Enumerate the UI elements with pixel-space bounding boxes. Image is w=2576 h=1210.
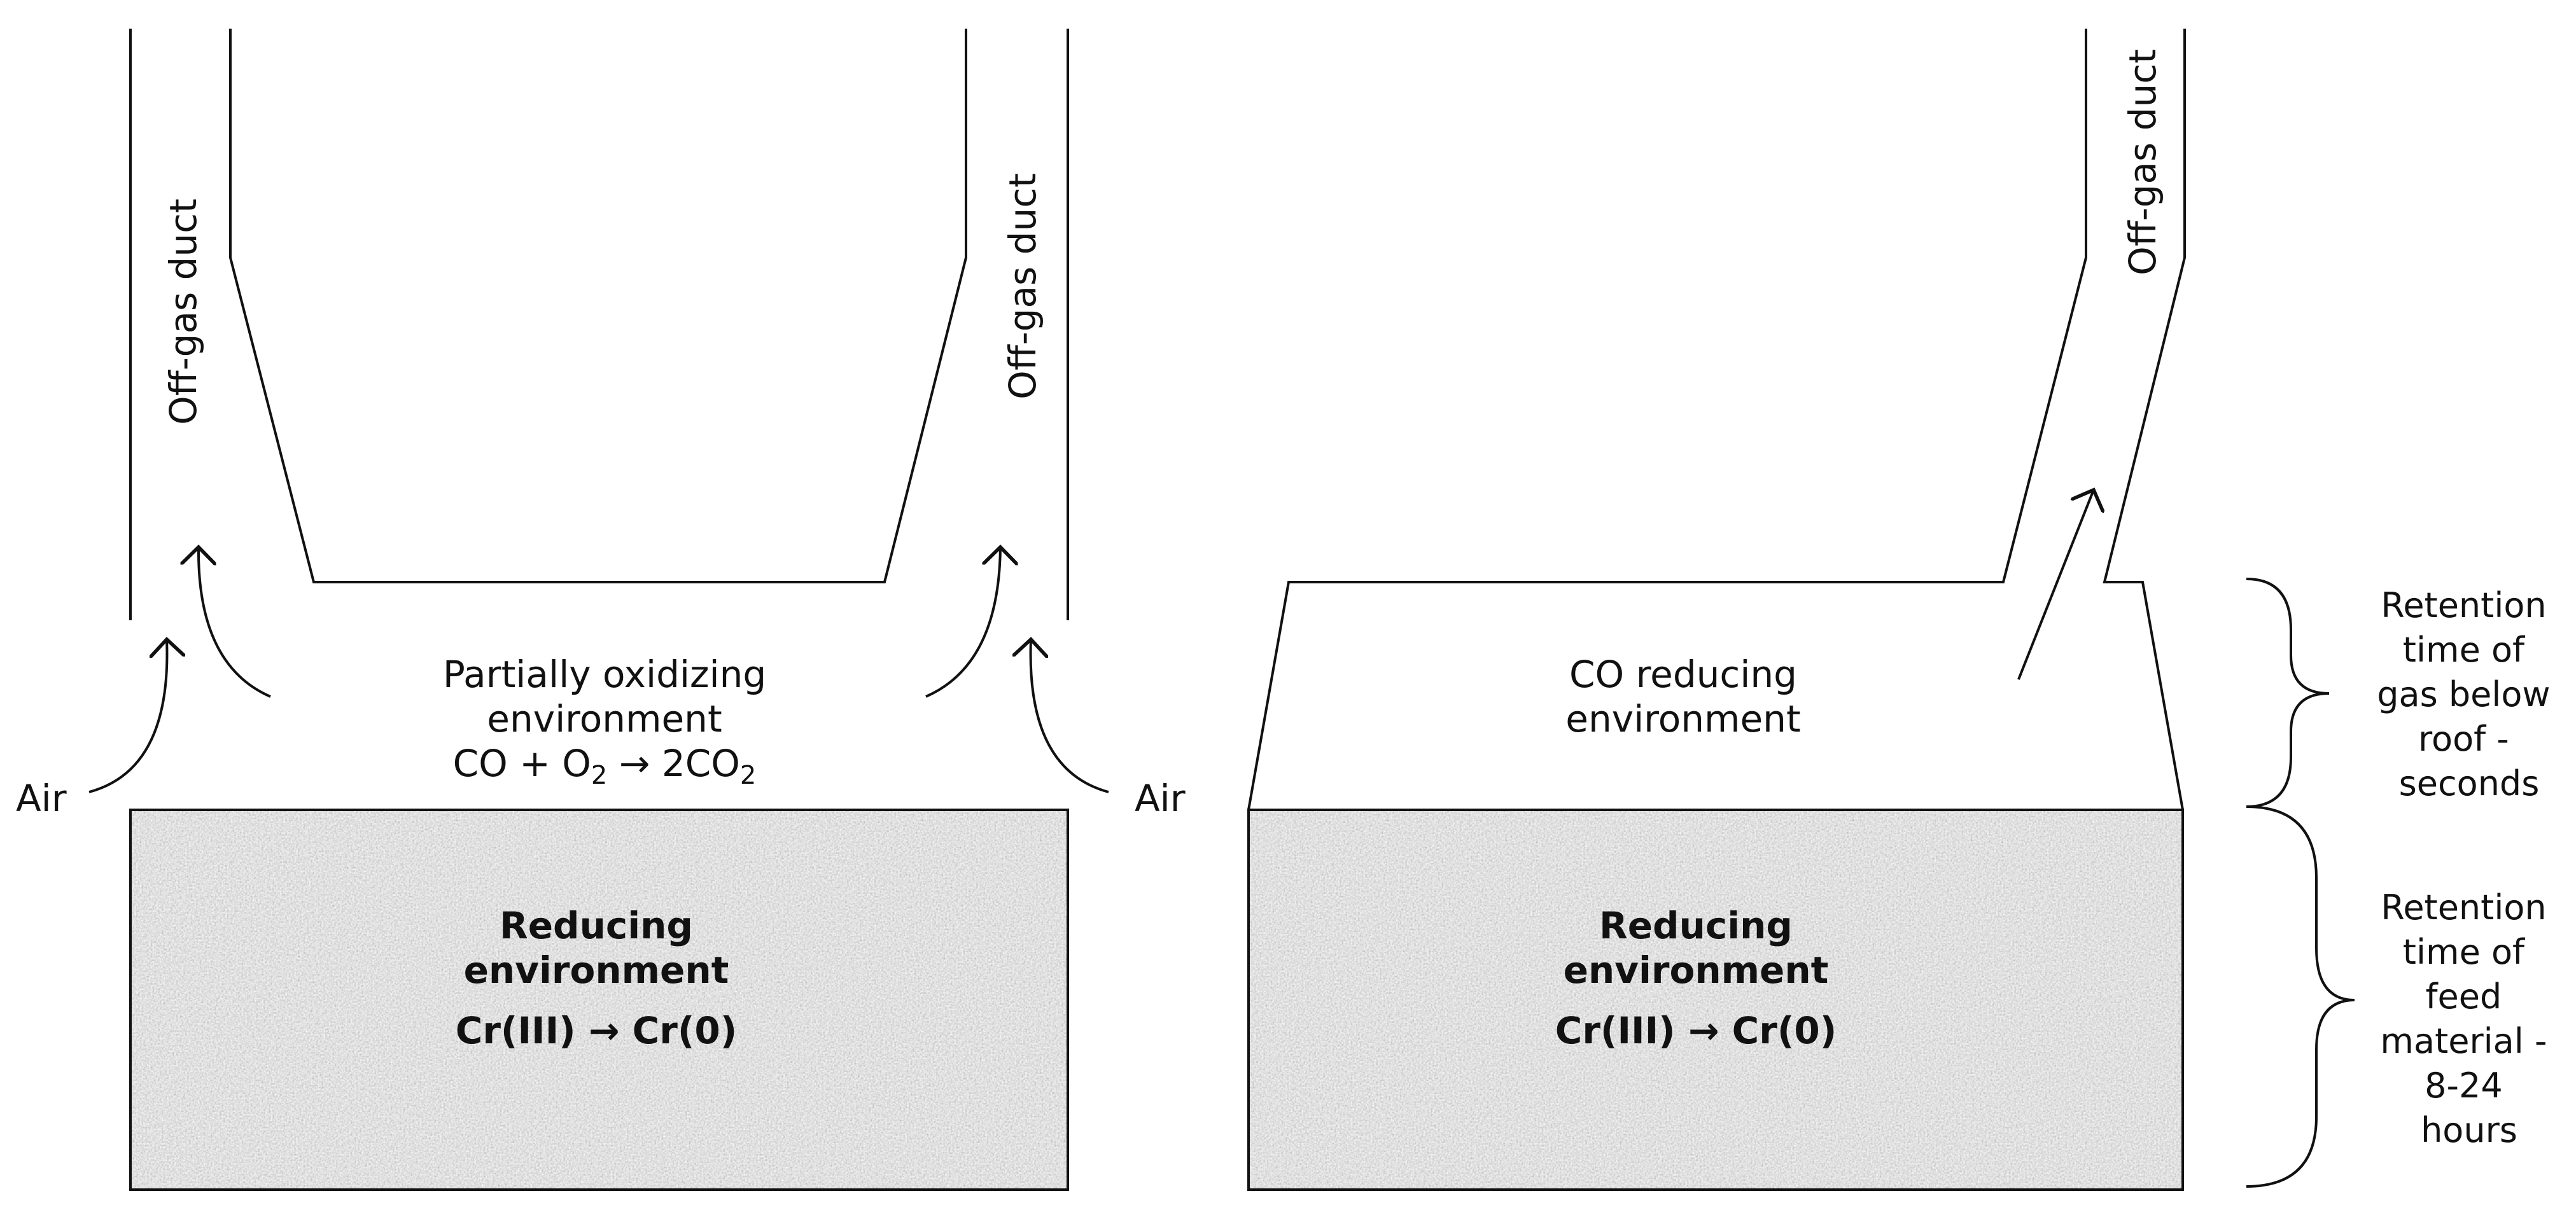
right-feed-bed-texture: [1249, 810, 2183, 1190]
left-bed-line2: environment: [464, 949, 729, 992]
feed-retention-label: Retention time of feed material - 8-24 h…: [2380, 887, 2558, 1150]
reaction-arrow-product: → 2CO: [607, 742, 740, 785]
feed-retention-line: feed: [2426, 977, 2502, 1017]
left-furnace: Off-gas duct Off-gas duct Air Air Partia…: [16, 29, 1186, 1191]
left-gas-reaction: CO + O2 → 2CO2: [453, 742, 757, 790]
left-furnace-roof: [229, 29, 967, 583]
gas-retention-line: roof -: [2418, 719, 2509, 759]
right-bed-line1: Reducing: [1599, 904, 1793, 947]
left-furnace-duct-label-left: Off-gas duct: [162, 198, 205, 425]
gas-retention-line: seconds: [2399, 763, 2540, 803]
air-arrow-left-inner: [199, 547, 271, 698]
retention-annotations: Retention time of gas below roof - secon…: [2246, 578, 2561, 1188]
reaction-co2-subscript: 2: [740, 761, 756, 790]
gas-retention-label: Retention time of gas below roof - secon…: [2377, 585, 2561, 803]
left-furnace-duct-label-right: Off-gas duct: [1001, 173, 1044, 400]
gas-retention-line: gas below: [2377, 674, 2550, 714]
reaction-o2-subscript: 2: [591, 761, 607, 790]
air-label-left: Air: [16, 777, 67, 820]
left-bed-line1: Reducing: [500, 904, 693, 947]
right-furnace: Off-gas duct CO reducing environment Red…: [1247, 29, 2186, 1191]
air-arrow-left-outer: [88, 639, 167, 793]
air-label-right: Air: [1135, 777, 1186, 820]
right-furnace-roof-left: [1247, 29, 2087, 810]
right-bed-line2: environment: [1564, 949, 1829, 992]
gas-retention-line: time of: [2403, 630, 2526, 670]
right-gas-zone-line2: environment: [1565, 697, 1800, 741]
left-feed-bed: [129, 809, 1069, 1191]
left-bed-reaction: Cr(III) → Cr(0): [456, 1009, 737, 1052]
air-arrow-right-outer: [1031, 639, 1109, 793]
reaction-co-o: CO + O: [453, 742, 591, 785]
feed-retention-line: Retention: [2381, 887, 2546, 928]
right-gas-zone-line1: CO reducing: [1569, 653, 1797, 696]
left-feed-bed-texture: [130, 810, 1068, 1190]
right-furnace-roof-right: [2103, 29, 2186, 810]
feed-retention-line: material -: [2380, 1021, 2547, 1061]
feed-retention-line: 8-24: [2425, 1066, 2503, 1106]
left-gas-zone-line1: Partially oxidizing: [443, 653, 766, 696]
feed-retention-line: hours: [2421, 1110, 2517, 1150]
right-furnace-duct-label: Off-gas duct: [2121, 49, 2164, 275]
feed-retention-line: time of: [2403, 932, 2526, 972]
gas-retention-brace: [2246, 578, 2330, 808]
right-bed-reaction: Cr(III) → Cr(0): [1555, 1009, 1837, 1052]
air-arrow-right-inner: [925, 547, 1000, 698]
left-gas-zone-line2: environment: [487, 697, 722, 741]
feed-retention-brace: [2246, 805, 2355, 1188]
right-feed-bed: [1247, 809, 2184, 1191]
gas-flow-arrow: [2017, 490, 2094, 680]
gas-retention-line: Retention: [2381, 585, 2546, 625]
